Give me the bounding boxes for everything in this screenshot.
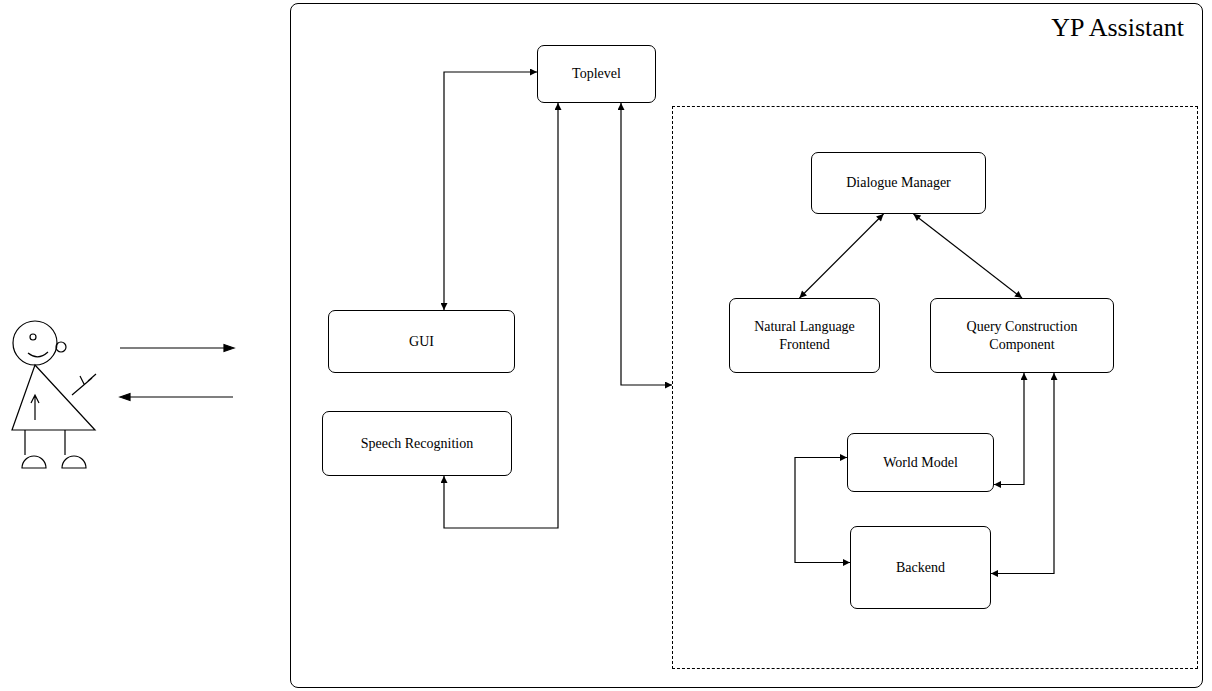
connector-arrow: [994, 373, 1024, 485]
box-label: Dialogue Manager: [840, 174, 957, 192]
output-arrow: [128, 396, 233, 397]
box-label: Backend: [890, 559, 951, 577]
process-box: Backend: [850, 526, 991, 609]
system-boundary: YP AssistantToplevelGUI Speech Recognitio…: [290, 3, 1203, 688]
input-arrow: [120, 347, 226, 348]
box-label: Speech Recognition: [355, 435, 479, 453]
connector-arrow: [914, 214, 1023, 298]
arm: [72, 374, 96, 395]
body-mark: [31, 395, 39, 420]
arrowhead: [224, 345, 234, 352]
head: [13, 321, 57, 365]
process-box: Natural Language Frontend: [729, 298, 880, 373]
box-label: Natural Language Frontend: [730, 318, 879, 353]
connector-arrow: [800, 214, 884, 298]
body: [12, 365, 95, 430]
feet: [22, 456, 86, 468]
process-box: World Model: [847, 433, 994, 492]
group-box: Dialogue ManagerNatural Language Fronten…: [672, 106, 1198, 669]
system-title: YP Assistant: [1051, 12, 1184, 45]
connector-arrow: [444, 72, 537, 310]
process-box: Dialogue Manager: [811, 152, 986, 214]
connector-arrow: [795, 458, 850, 563]
process-box: Query Construction Component: [930, 298, 1114, 373]
box-label: World Model: [877, 454, 964, 472]
connector-arrow: [444, 103, 558, 528]
process-box: GUI: [328, 310, 515, 373]
connector-arrow: [991, 373, 1054, 574]
mouth: [28, 352, 48, 357]
connector-arrow: [621, 103, 672, 385]
box-label: Toplevel: [566, 65, 627, 83]
ear: [56, 342, 66, 352]
process-box: Toplevel: [537, 45, 656, 103]
box-label: Query Construction Component: [931, 318, 1113, 353]
legs: [25, 430, 65, 455]
eye: [30, 334, 36, 340]
arrowhead: [120, 394, 130, 401]
box-label: GUI: [403, 333, 440, 351]
process-box: Speech Recognition: [322, 411, 512, 476]
